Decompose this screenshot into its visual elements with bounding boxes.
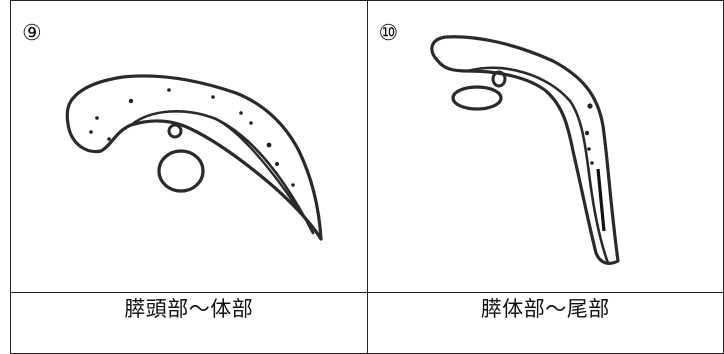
pancreas-dots — [89, 88, 295, 187]
dark-segment-line — [595, 168, 606, 232]
pancreas-outline — [65, 74, 323, 241]
small-vessel-circle — [167, 123, 183, 139]
small-vessel-circle — [491, 70, 506, 88]
large-vessel-circle — [157, 149, 205, 193]
pancreas-head-body-sketch — [65, 74, 323, 241]
panel-9-number: ⑨ — [22, 21, 42, 46]
pancreas-inner-line — [466, 66, 609, 265]
figure-table: ⑨ — [10, 0, 724, 354]
pancreas-outline — [429, 35, 620, 265]
pancreas-body-tail-sketch — [429, 35, 620, 265]
panel-9-image-cell: ⑨ — [10, 0, 368, 293]
panel-9-caption: 膵頭部〜体部 — [10, 292, 368, 354]
panel-10-number: ⑩ — [378, 21, 399, 46]
pancreas-dots — [584, 103, 594, 165]
large-vessel-ellipse — [450, 85, 503, 111]
panel-10-image-cell: ⑩ — [366, 0, 724, 293]
pancreas-inner-tail-line — [214, 117, 298, 208]
panel-10-caption: 膵体部〜尾部 — [366, 292, 724, 354]
